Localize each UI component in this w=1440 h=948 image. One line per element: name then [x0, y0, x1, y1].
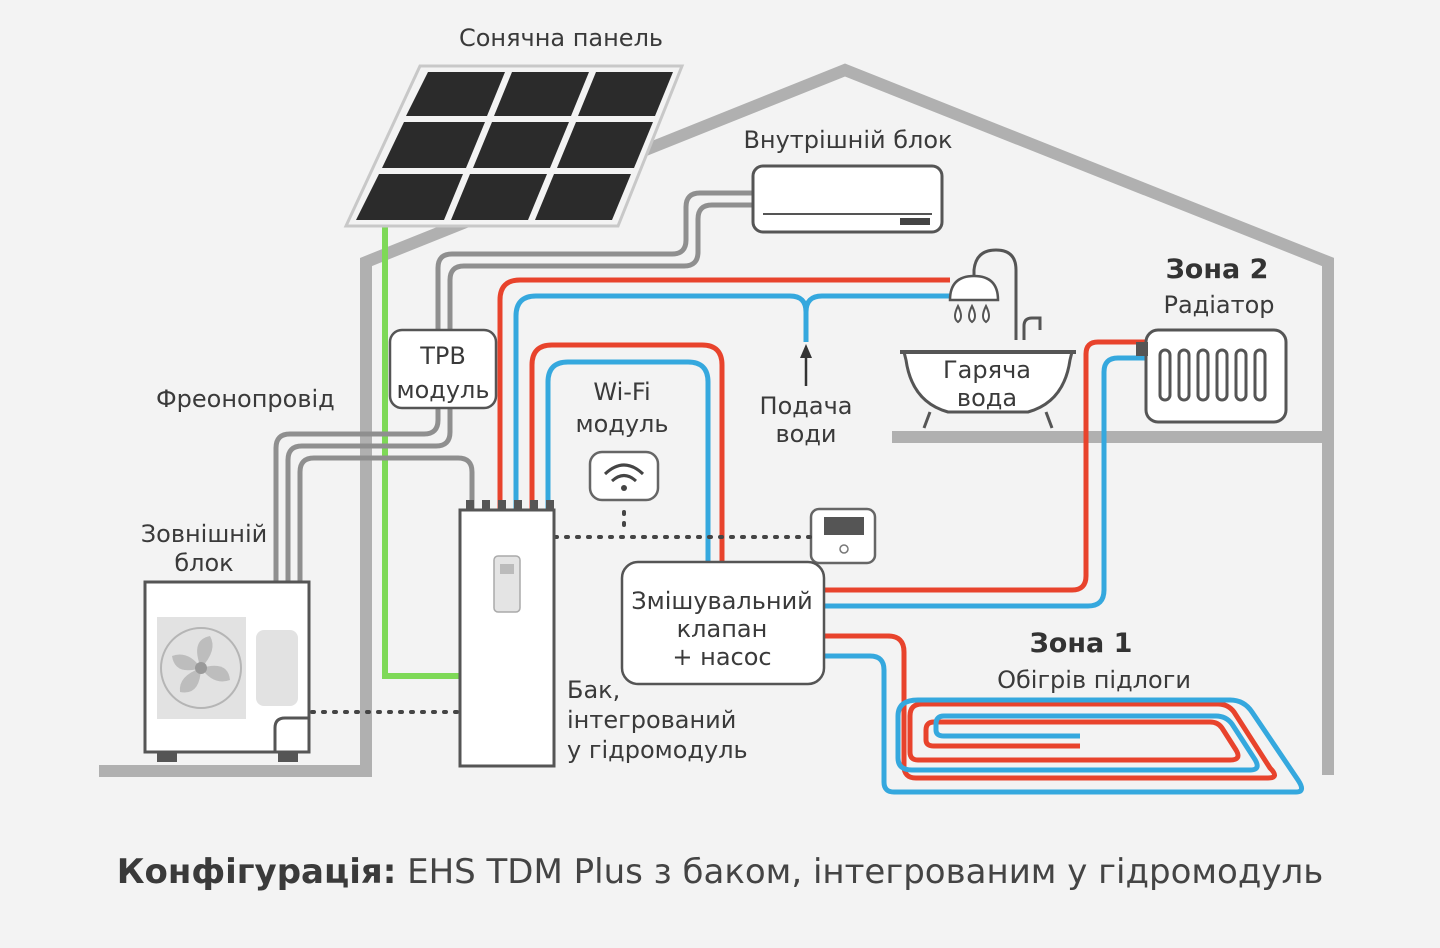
thermostat-controller: [809, 507, 877, 565]
label-valve-line2: клапан: [676, 615, 768, 643]
label-zone2-sub: Радіатор: [1163, 291, 1275, 319]
wifi-module-icon: [588, 450, 660, 502]
caption-bold: Конфігурація:: [116, 852, 397, 892]
floor-heating-pipes: [824, 633, 1304, 795]
label-outdoor-line2: блок: [174, 549, 234, 577]
label-valve-line3: + насос: [672, 643, 772, 671]
label-freon-pipe: Фреонопровід: [156, 385, 335, 413]
label-wifi-line2: модуль: [575, 410, 669, 438]
label-water-line2: води: [775, 420, 837, 448]
water-drops-icon: [954, 303, 990, 324]
label-zone1-sub: Обігрів підлоги: [997, 666, 1191, 694]
label-tank-line2: інтегрований: [567, 706, 737, 734]
freon-pipes: [273, 190, 754, 582]
label-outdoor-line1: Зовнішній: [140, 520, 268, 548]
control-wires: [310, 510, 813, 714]
bathtub-and-shower: [900, 248, 1076, 429]
radiator-pipes: [824, 339, 1146, 609]
solar-cable: [382, 225, 462, 679]
label-solar-panel: Сонячна панель: [458, 24, 664, 52]
indoor-ac-unit: [751, 164, 944, 234]
label-hotwater-line2: вода: [956, 384, 1018, 412]
outdoor-unit: [143, 580, 311, 762]
tpb-module-box: [388, 328, 498, 410]
caption-rest: EHS TDM Plus з баком, інтегрованим у гід…: [396, 852, 1324, 892]
label-indoor-unit: Внутрішній блок: [743, 126, 953, 154]
label-tank-line1: Бак,: [567, 676, 621, 704]
label-tank-line3: у гідромодуль: [567, 736, 748, 764]
label-wifi-line1: Wi-Fi: [593, 378, 651, 406]
solar-panel: [343, 64, 685, 228]
mixing-valve-box: [620, 560, 826, 686]
valve-loop-pipes: [529, 342, 725, 566]
tank-hydro-module: [458, 500, 556, 768]
label-zone2-title: Зона 2: [1165, 254, 1269, 285]
label-tpb-line2: модуль: [396, 376, 490, 404]
hot-water-supply-pipes: [497, 277, 950, 510]
label-tpb-line1: TPB: [420, 342, 466, 370]
configuration-caption: Конфігурація: EHS TDM Plus з баком, інте…: [0, 852, 1440, 892]
label-water-line1: Подача: [759, 392, 853, 420]
label-hotwater-line1: Гаряча: [943, 356, 1031, 384]
label-zone1-title: Зона 1: [1029, 628, 1133, 659]
label-valve-line1: Змішувальний: [631, 587, 813, 615]
water-supply-arrow: [800, 344, 812, 386]
radiator: [1136, 328, 1288, 424]
